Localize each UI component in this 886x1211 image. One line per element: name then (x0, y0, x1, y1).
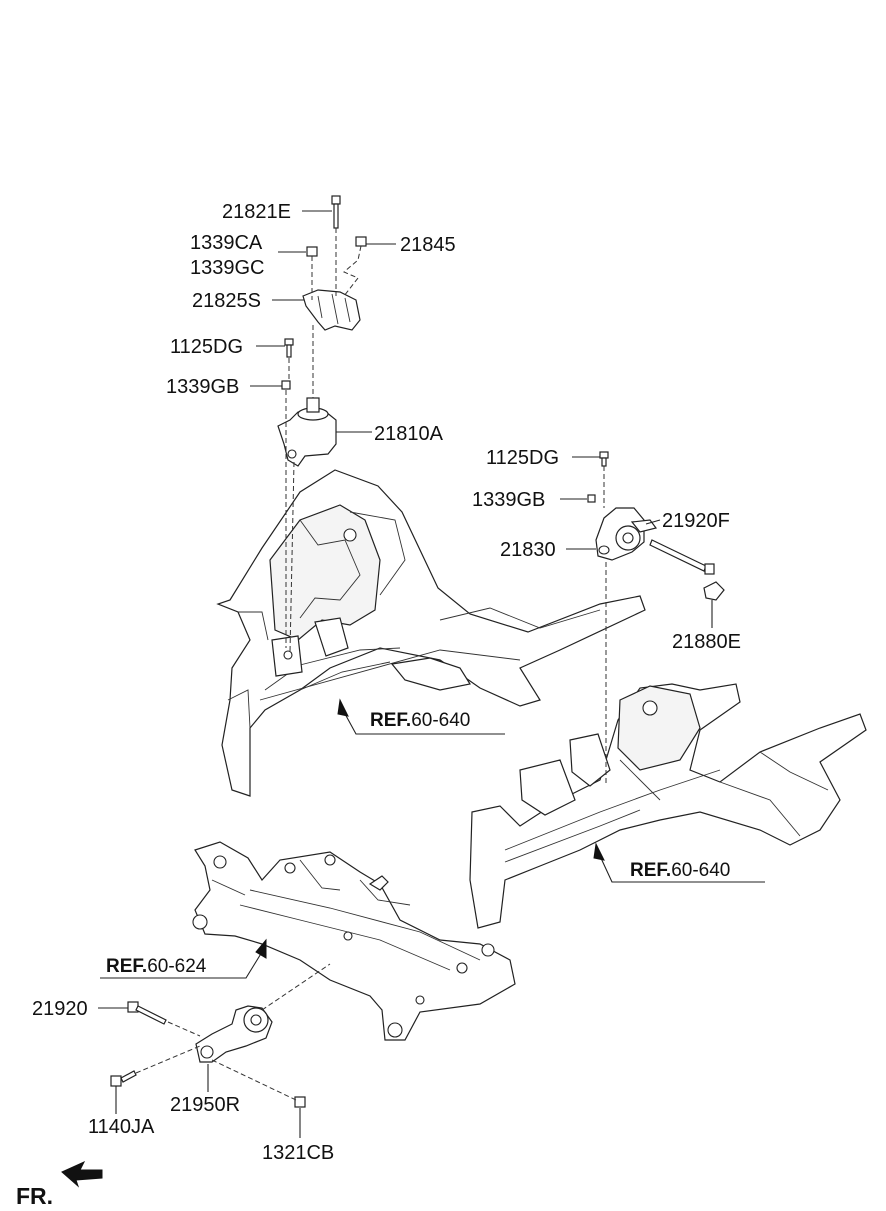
label-21920F: 21920F (662, 510, 730, 532)
ref-number: 60-640 (411, 710, 470, 731)
ref-arrow-upper (337, 698, 349, 717)
label-1339GB-right: 1339GB (472, 489, 545, 511)
engine-mount-bracket (302, 289, 361, 331)
ref-number: 60-624 (147, 956, 207, 977)
ref-prefix: REF. (106, 956, 147, 977)
bracket-21880E (703, 581, 725, 601)
front-label: FR. (16, 1183, 53, 1209)
label-1125DG-right: 1125DG (486, 447, 559, 469)
label-21920: 21920 (32, 998, 88, 1020)
ref-arrow-right (593, 842, 605, 861)
ref-number: 60-640 (671, 860, 730, 881)
bolt-1125DG-left (284, 338, 294, 358)
nut-1321CB (294, 1096, 306, 1108)
front-direction-indicator: FR. (16, 1160, 103, 1209)
bolt-21920 (127, 1001, 167, 1025)
label-21880E: 21880E (672, 631, 741, 653)
ref-label-upper: REF.60-640 (370, 710, 470, 731)
label-1125DG-left: 1125DG (170, 336, 243, 358)
bolt-21920F (649, 539, 715, 575)
label-21950R: 21950R (170, 1094, 240, 1116)
nut-1339CA (306, 246, 318, 257)
left-side-member (216, 469, 646, 797)
right-side-member (469, 683, 867, 929)
label-21825S: 21825S (192, 290, 261, 312)
ref-prefix: REF. (630, 860, 671, 881)
nut-21845 (355, 236, 367, 247)
sub-frame (192, 841, 516, 1041)
engine-mount-insulator (277, 397, 337, 467)
label-21810A: 21810A (374, 423, 444, 445)
roll-rod-21950R (195, 1005, 273, 1063)
ref-prefix: REF. (370, 710, 411, 731)
front-arrow-icon (61, 1160, 103, 1188)
label-1339GC: 1339GC (190, 257, 265, 279)
label-1140JA: 1140JA (88, 1116, 155, 1138)
nut-1339GB-right (587, 494, 596, 503)
ref-label-lower: REF.60-624 (106, 956, 207, 977)
transmission-mount-21830 (595, 507, 658, 561)
bolt-21821E (331, 195, 341, 229)
nut-1339GB-left (281, 380, 291, 390)
label-1339GB-left: 1339GB (166, 376, 239, 398)
bolt-1125DG-right (599, 451, 609, 467)
ref-label-right: REF.60-640 (630, 860, 730, 881)
label-21830: 21830 (500, 539, 556, 561)
ref-arrow-lower (255, 938, 267, 959)
label-1321CB: 1321CB (262, 1142, 334, 1164)
label-1339CA: 1339CA (190, 232, 263, 254)
bolt-1140JA (110, 1070, 137, 1087)
label-21845: 21845 (400, 234, 456, 256)
label-21821E: 21821E (222, 201, 291, 223)
